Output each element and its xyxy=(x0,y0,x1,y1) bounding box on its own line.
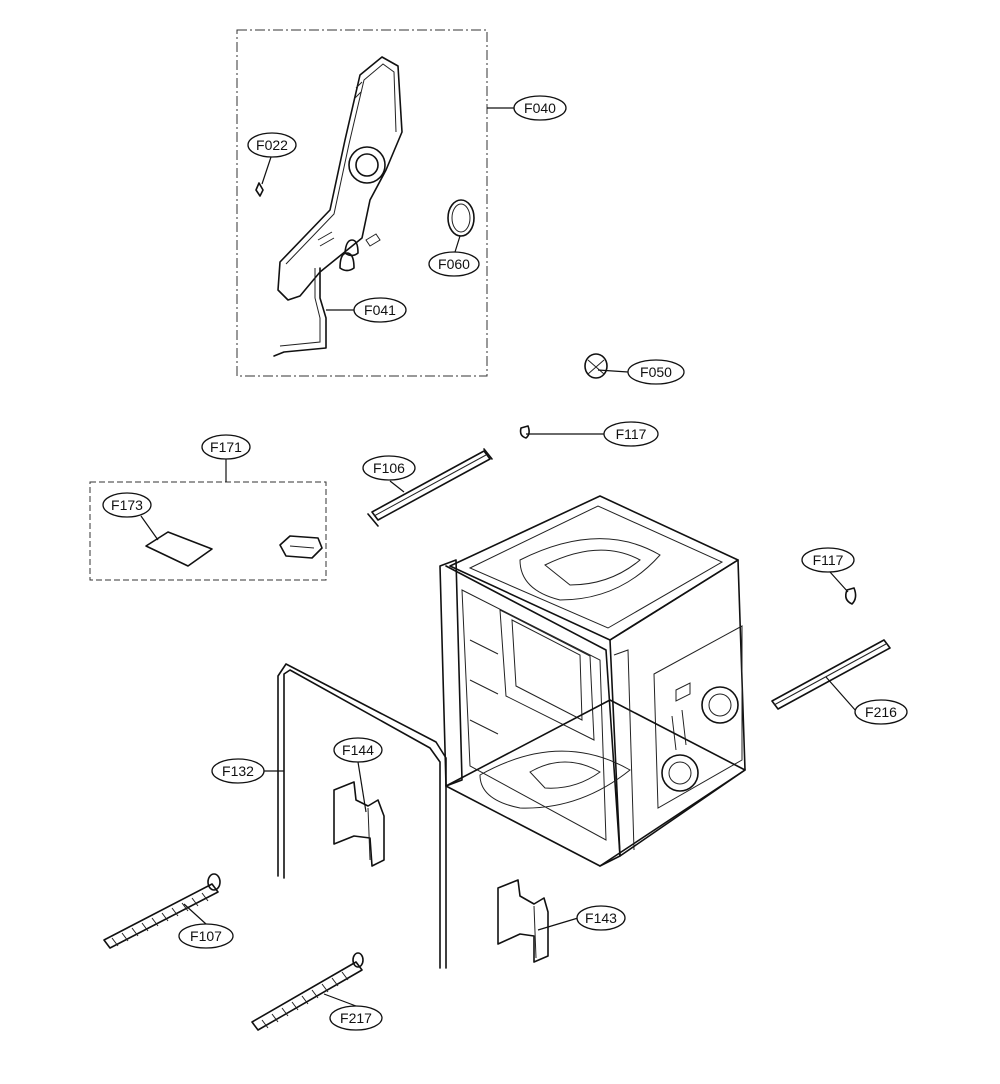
callout-f022-label: F022 xyxy=(256,137,288,153)
callout-f143-label: F143 xyxy=(585,910,617,926)
f171-group-frame xyxy=(89,481,327,581)
f143-hinge-part xyxy=(497,879,549,963)
f144-hinge-part xyxy=(333,781,385,867)
callout-f107: F107 xyxy=(178,923,234,949)
callout-f217: F217 xyxy=(329,1005,383,1031)
f107-cable-part xyxy=(103,873,221,949)
tub-assembly-part xyxy=(439,495,746,867)
callout-f041-label: F041 xyxy=(364,302,396,318)
f173-label-card-part xyxy=(145,531,213,567)
callout-f217-label: F217 xyxy=(340,1010,372,1026)
callout-f144-label: F144 xyxy=(342,742,374,758)
f117-clip-right-part xyxy=(845,587,857,605)
callout-f216: F216 xyxy=(854,699,908,725)
callout-f060: F060 xyxy=(428,251,480,277)
callout-f040-label: F040 xyxy=(524,100,556,116)
f022-screw-part xyxy=(255,182,264,197)
callout-f144: F144 xyxy=(333,737,383,763)
callout-f060-label: F060 xyxy=(438,256,470,272)
f040-group-frame xyxy=(236,29,488,377)
f217-cable-part xyxy=(251,952,364,1031)
f106-rail-part xyxy=(367,448,493,527)
f041-tube-part xyxy=(273,267,327,357)
f050-fitting-part xyxy=(584,353,608,379)
callout-f171-label: F171 xyxy=(210,439,242,455)
callout-f173: F173 xyxy=(102,492,152,518)
callout-f216-label: F216 xyxy=(865,704,897,720)
callout-f132-label: F132 xyxy=(222,763,254,779)
callout-f107-label: F107 xyxy=(190,928,222,944)
callout-f041: F041 xyxy=(353,297,407,323)
leader-lines xyxy=(140,107,857,1007)
callout-f132: F132 xyxy=(211,758,265,784)
callout-f040: F040 xyxy=(513,95,567,121)
f117-clip-top-part xyxy=(519,425,530,439)
callout-f117-top-label: F117 xyxy=(616,426,647,442)
sump-plate-part xyxy=(277,56,403,301)
callout-f117-right-label: F117 xyxy=(813,552,844,568)
f216-rail-part xyxy=(771,639,891,710)
callout-f050-label: F050 xyxy=(640,364,672,380)
callout-f173-label: F173 xyxy=(111,497,143,513)
f171-clip-part xyxy=(279,535,323,559)
f132-gasket-part xyxy=(283,669,441,969)
callout-f117-right: F117 xyxy=(801,547,855,573)
callout-f117-top: F117 xyxy=(603,421,659,447)
callout-f106-label: F106 xyxy=(373,460,405,476)
callout-f050: F050 xyxy=(627,359,685,385)
callout-f143: F143 xyxy=(576,905,626,931)
callout-f106: F106 xyxy=(362,455,416,481)
callout-f171: F171 xyxy=(201,434,251,460)
callout-f022: F022 xyxy=(247,132,297,158)
f060-oring-part xyxy=(447,199,475,237)
